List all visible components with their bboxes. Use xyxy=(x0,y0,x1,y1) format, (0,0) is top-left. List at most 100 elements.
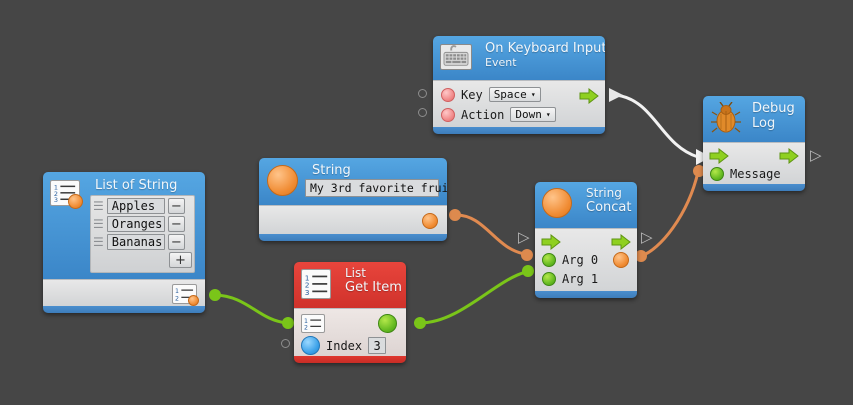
add-item-button[interactable]: + xyxy=(169,252,192,268)
exec-in-triangle-concat[interactable]: ▷ xyxy=(518,228,530,246)
socket-get-item-output[interactable] xyxy=(378,314,397,333)
string-ball-icon xyxy=(267,165,298,196)
row-label-message: Message xyxy=(730,167,781,181)
exec-in-arrow-icon[interactable] xyxy=(709,148,729,164)
node-header-list-of-string[interactable]: 1 2 3 List of String ☰ Apples − xyxy=(43,172,205,279)
row-label-arg1: Arg 1 xyxy=(562,272,599,286)
key-select[interactable]: Space ▾ xyxy=(488,87,541,102)
key-select-value: Space xyxy=(493,88,527,101)
node-subtitle-debug: Log xyxy=(752,116,776,131)
svg-text:2: 2 xyxy=(305,281,310,290)
node-footer-list-of-string xyxy=(43,306,205,313)
list-add-row[interactable]: + xyxy=(93,252,192,268)
exec-out-triangle-concat[interactable]: ▷ xyxy=(641,228,653,246)
node-title-list-of-string: List of String xyxy=(95,178,178,193)
svg-text:1: 1 xyxy=(304,318,308,325)
exec-out-arrow-icon[interactable] xyxy=(779,148,799,164)
chevron-updown-icon: ▾ xyxy=(530,89,536,99)
list-number-icon: 1 2 3 xyxy=(50,180,83,209)
remove-item-button[interactable]: − xyxy=(167,216,185,232)
socket-arg1-input[interactable] xyxy=(542,272,556,286)
node-header-string-concat[interactable]: String Concat xyxy=(535,182,637,228)
chevron-updown-icon: ▾ xyxy=(545,109,551,119)
list-item-input-2[interactable]: Bananas xyxy=(106,234,165,250)
node-header-debug[interactable]: Debug Log xyxy=(703,96,805,142)
action-select[interactable]: Down ▾ xyxy=(510,107,556,122)
list-item-input-0[interactable]: Apples xyxy=(106,198,165,214)
node-string-literal[interactable]: String My 3rd favorite fruit is: xyxy=(259,158,447,241)
socket-string-output[interactable] xyxy=(422,213,438,229)
svg-text:1: 1 xyxy=(175,288,179,295)
node-list-get-item[interactable]: 1 2 3 List Get Item 1 2 xyxy=(294,262,406,363)
index-value-input[interactable]: 3 xyxy=(368,337,387,354)
wire-endpoint-dot xyxy=(522,265,534,277)
wire-getitem-to-concat-arg1 xyxy=(418,270,528,325)
list-item-row[interactable]: ☰ Apples − xyxy=(93,198,192,214)
exec-out-arrow-icon[interactable] xyxy=(579,88,599,104)
svg-text:3: 3 xyxy=(305,288,310,297)
wire-exec-keyboard-to-debug xyxy=(614,93,700,159)
node-body-debug: Message xyxy=(703,142,805,184)
socket-key-input[interactable] xyxy=(441,87,455,102)
node-title-debug: Debug xyxy=(752,101,795,116)
svg-text:2: 2 xyxy=(175,295,179,302)
socket-key-unconnected[interactable] xyxy=(418,89,427,98)
remove-item-button[interactable]: − xyxy=(167,198,185,214)
exec-in-arrow-icon[interactable] xyxy=(541,234,561,250)
wire-list-to-getitem xyxy=(213,293,289,325)
string-value-input[interactable]: My 3rd favorite fruit is: xyxy=(305,179,447,197)
node-string-concat[interactable]: String Concat Arg 0 Arg 1 xyxy=(535,182,637,298)
node-footer-string-concat xyxy=(535,291,637,298)
list-item-row[interactable]: ☰ Oranges − xyxy=(93,216,192,232)
node-subtitle-get-item: Get Item xyxy=(345,280,402,295)
node-title-get-item: List xyxy=(345,266,366,280)
socket-index-input[interactable] xyxy=(301,336,320,355)
list-number-icon: 1 2 3 xyxy=(301,269,331,299)
socket-concat-output[interactable] xyxy=(613,252,629,268)
node-body-string-concat: Arg 0 Arg 1 xyxy=(535,228,637,291)
list-input-icon[interactable]: 1 2 xyxy=(301,314,325,333)
node-debug-log[interactable]: Debug Log Message xyxy=(703,96,805,191)
svg-text:2: 2 xyxy=(54,190,58,198)
list-item-input-1[interactable]: Oranges xyxy=(106,216,165,232)
drag-handle-icon[interactable]: ☰ xyxy=(93,235,104,249)
bug-icon xyxy=(711,102,741,133)
row-label-index: Index xyxy=(326,338,363,353)
node-body-string-literal xyxy=(259,205,447,234)
action-select-value: Down xyxy=(515,108,542,121)
node-header-keyboard[interactable]: On Keyboard Input Event xyxy=(433,36,605,80)
node-footer-string-literal xyxy=(259,234,447,241)
node-header-get-item[interactable]: 1 2 3 List Get Item xyxy=(294,262,406,308)
wire-endpoint-dot xyxy=(282,317,294,329)
node-subtitle-string-concat: Concat xyxy=(586,200,632,215)
socket-arg0-input[interactable] xyxy=(542,253,556,267)
socket-action-unconnected[interactable] xyxy=(418,108,427,117)
remove-item-button[interactable]: − xyxy=(167,234,185,250)
wire-endpoint-dot xyxy=(414,317,426,329)
node-subtitle-keyboard: Event xyxy=(485,56,517,69)
drag-handle-icon[interactable]: ☰ xyxy=(93,217,104,231)
list-item-row[interactable]: ☰ Bananas − xyxy=(93,234,192,250)
icon-orange-badge xyxy=(188,295,199,306)
svg-text:2: 2 xyxy=(304,324,308,331)
wire-endpoint-dot xyxy=(521,249,533,261)
node-on-keyboard-input[interactable]: On Keyboard Input Event Key Space ▾ Acti… xyxy=(433,36,605,134)
socket-index-unconnected[interactable] xyxy=(281,339,290,348)
exec-out-arrow-icon[interactable] xyxy=(611,234,631,250)
wire-endpoint-dot xyxy=(449,209,461,221)
node-body-list-of-string: 1 2 xyxy=(43,279,205,306)
socket-message-input[interactable] xyxy=(710,167,724,181)
icon-orange-badge xyxy=(68,194,83,209)
drag-handle-icon[interactable]: ☰ xyxy=(93,199,104,213)
node-footer-keyboard xyxy=(433,127,605,134)
svg-text:1: 1 xyxy=(305,273,310,282)
node-footer-debug xyxy=(703,184,805,191)
exec-out-triangle-debug[interactable]: ▷ xyxy=(810,146,822,164)
socket-action-input[interactable] xyxy=(441,107,455,122)
node-header-string-literal[interactable]: String My 3rd favorite fruit is: xyxy=(259,158,447,205)
list-output-icon[interactable]: 1 2 xyxy=(172,284,199,306)
row-label-arg0: Arg 0 xyxy=(562,253,599,267)
wire-endpoint-dot xyxy=(209,289,221,301)
node-list-of-string[interactable]: 1 2 3 List of String ☰ Apples − xyxy=(43,172,205,313)
